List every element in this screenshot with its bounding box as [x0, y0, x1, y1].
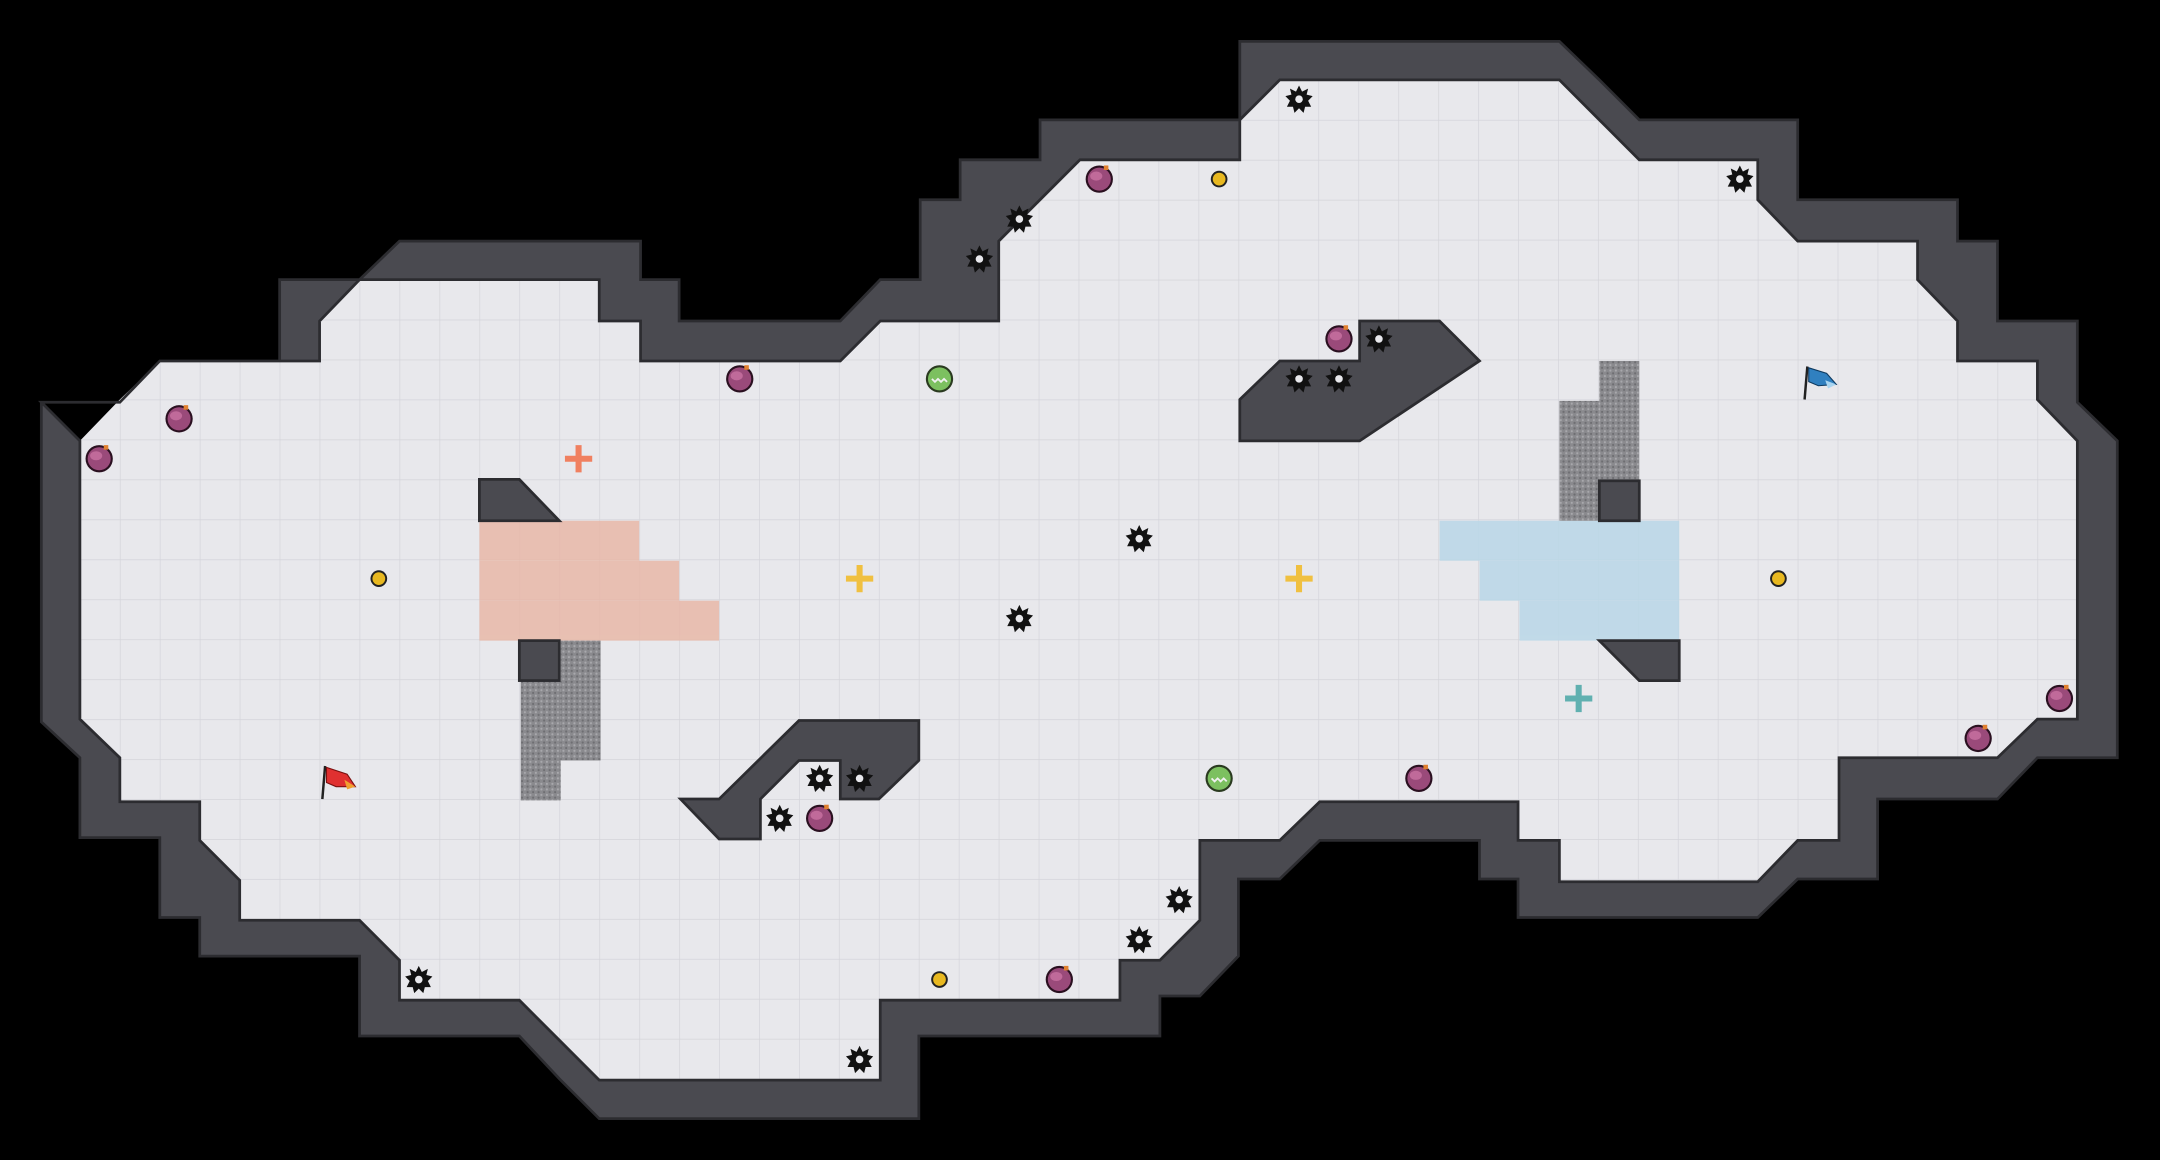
- bomb-icon: [1964, 724, 1992, 753]
- bomb-icon: [85, 445, 113, 473]
- gate-button-icon: [1770, 570, 1787, 587]
- bomb-icon: [2045, 684, 2074, 713]
- bomb-icon: [1325, 325, 1353, 353]
- red-flag-icon: [321, 765, 357, 800]
- tagpro-powerup-icon: [924, 364, 955, 394]
- gate-tiles: [520, 360, 1640, 801]
- bomb-icon: [1405, 764, 1433, 793]
- bomb-icon: [726, 365, 754, 393]
- gate-button-icon: [1210, 170, 1228, 188]
- inner-walls: [478, 319, 1681, 841]
- tagpro-powerup-icon: [1204, 763, 1234, 793]
- bomb-icon: [1085, 165, 1113, 193]
- blue-flag-icon: [1803, 366, 1838, 400]
- gate-button-icon: [370, 570, 388, 587]
- red-team-zone: [479, 520, 720, 641]
- bomb-icon: [806, 804, 834, 832]
- bomb-icon: [165, 405, 193, 433]
- gate-button-icon: [931, 971, 948, 988]
- floor-layer: [79, 79, 2078, 1081]
- blue-team-zone: [1439, 520, 1680, 641]
- bomb-icon: [1045, 965, 1073, 994]
- outer-walls: [38, 39, 2119, 1121]
